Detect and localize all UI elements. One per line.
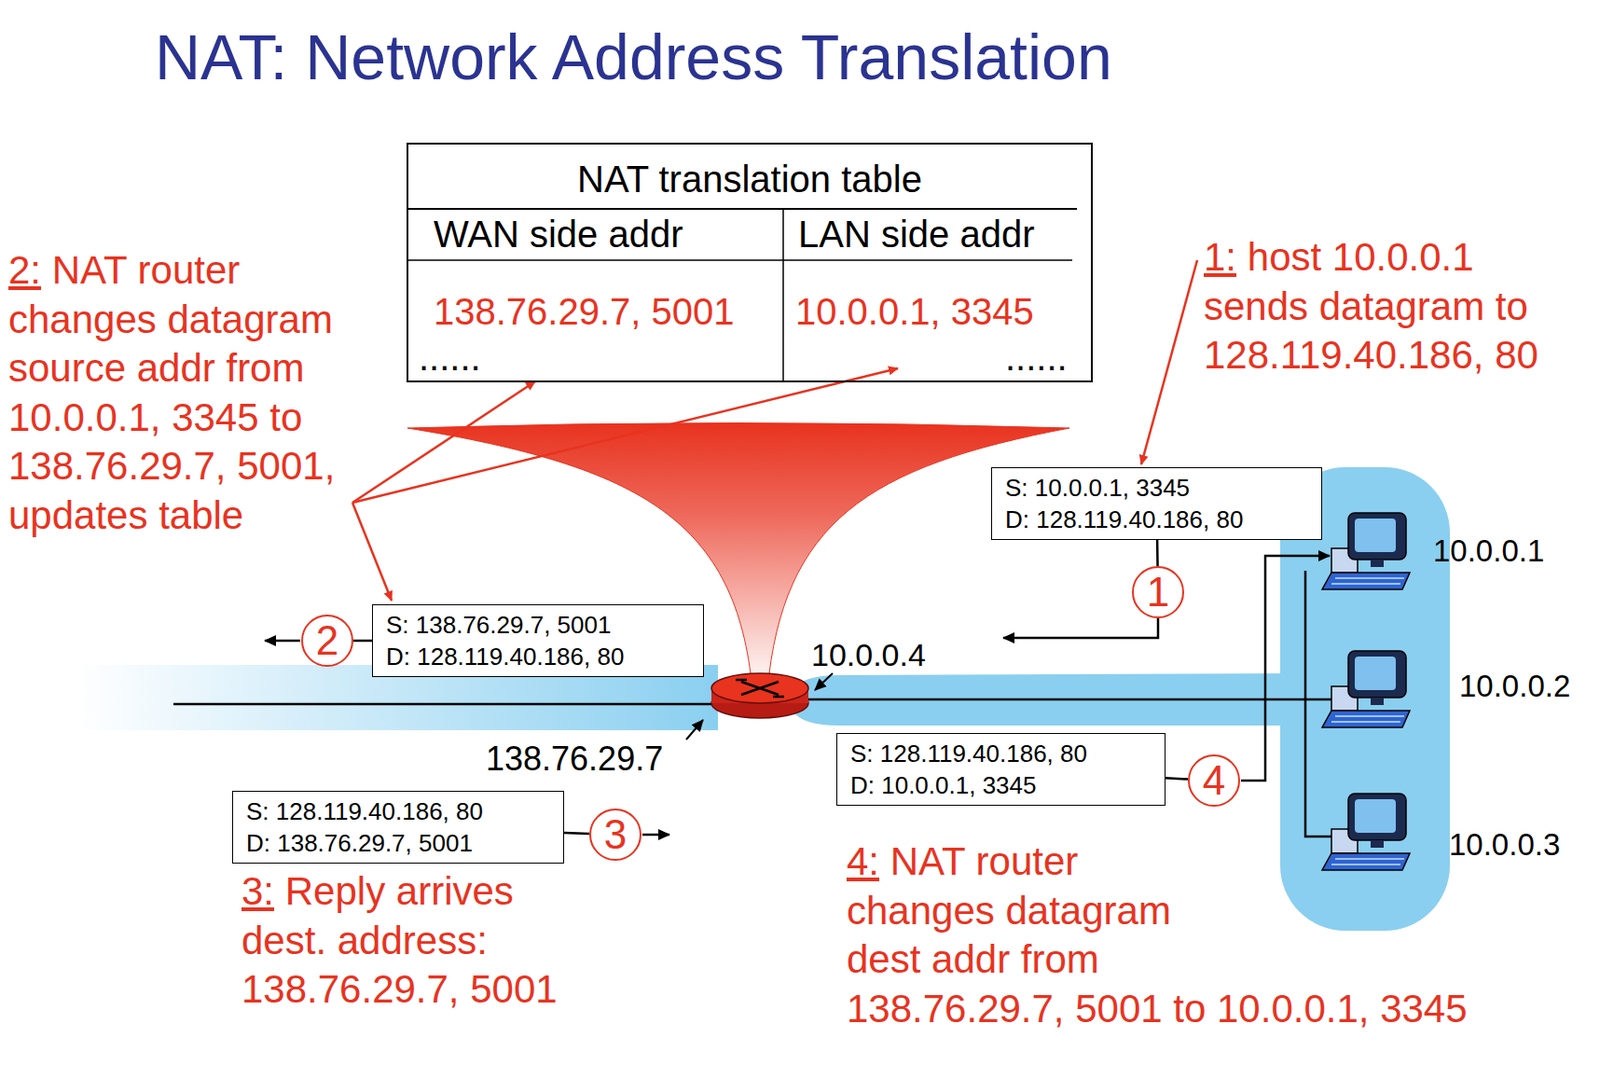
connector [1165, 777, 1188, 779]
step-number: 4 [1187, 754, 1241, 807]
step-number: 1 [1131, 565, 1185, 619]
step-note: 4:NAT router changes datagram dest addr … [846, 837, 1500, 1034]
datagram-box: S: 10.0.0.1, 3345D: 128.119.40.186, 80 [991, 467, 1323, 540]
interface-address: 138.76.29.7 [485, 739, 663, 778]
datagram-field: D: 128.119.40.186, 80 [386, 640, 690, 673]
callout-number: 1 [1146, 571, 1170, 613]
host-address: 10.0.0.2 [1459, 668, 1571, 704]
translation-table: NAT translation table [406, 142, 1093, 383]
datagram-box: S: 138.76.29.7, 5001D: 128.119.40.186, 8… [372, 604, 704, 677]
step-number: 2 [301, 614, 354, 667]
step-description: NAT router changes datagram dest addr fr… [846, 839, 1468, 1031]
step-note: 3:Reply arrives dest. address: 138.76.29… [241, 867, 596, 1015]
datagram-field: D: 138.76.29.7, 5001 [246, 827, 551, 859]
table-cell: 138.76.29.7, 5001 [433, 289, 735, 333]
table-cell: 10.0.0.1, 3345 [795, 289, 1035, 333]
datagram-box: S: 128.119.40.186, 80D: 10.0.0.1, 3345 [836, 732, 1166, 806]
step-number-text: 2: [8, 248, 42, 292]
table-cell: ...... [1005, 335, 1068, 379]
datagram-field: D: 10.0.0.1, 3345 [850, 769, 1152, 801]
datagram-field: S: 138.76.29.7, 5001 [386, 608, 690, 641]
datagram-box: S: 128.119.40.186, 80D: 138.76.29.7, 500… [232, 790, 565, 864]
step-description: Reply arrives dest. address: 138.76.29.7… [241, 868, 558, 1011]
callout-number: 3 [604, 813, 627, 856]
connector [1156, 539, 1159, 566]
step-description: host 10.0.0.1 sends datagram to 128.119.… [1203, 234, 1539, 377]
host-address: 10.0.0.1 [1433, 533, 1545, 569]
column-header: LAN side addr [798, 212, 1035, 256]
step-number: 3 [589, 808, 642, 861]
table-cell: ...... [418, 335, 482, 379]
step-description: NAT router changes datagram source addr … [8, 248, 335, 538]
step-note: 1:host 10.0.0.1 sends datagram to 128.11… [1203, 233, 1554, 381]
datagram-field: S: 128.119.40.186, 80 [246, 795, 551, 828]
connector [353, 639, 373, 643]
step-number-text: 3: [241, 868, 275, 913]
datagram-field: D: 128.119.40.186, 80 [1005, 503, 1309, 536]
callout-number: 2 [316, 620, 339, 662]
step-number-text: 4: [846, 839, 880, 883]
datagram-field: S: 10.0.0.1, 3345 [1005, 471, 1309, 504]
connector [564, 831, 590, 835]
diagram-title: NAT: Network Address Translation [154, 20, 1113, 94]
interface-address: 10.0.0.4 [811, 636, 926, 674]
step-number-text: 1: [1203, 234, 1237, 279]
datagram-field: S: 128.119.40.186, 80 [850, 737, 1152, 770]
host-address: 10.0.0.3 [1448, 827, 1560, 863]
step-note: 2:NAT router changes datagram source add… [8, 246, 363, 540]
column-header: WAN side addr [433, 212, 684, 256]
callout-number: 4 [1202, 759, 1226, 801]
table-title: NAT translation table [408, 144, 1091, 201]
